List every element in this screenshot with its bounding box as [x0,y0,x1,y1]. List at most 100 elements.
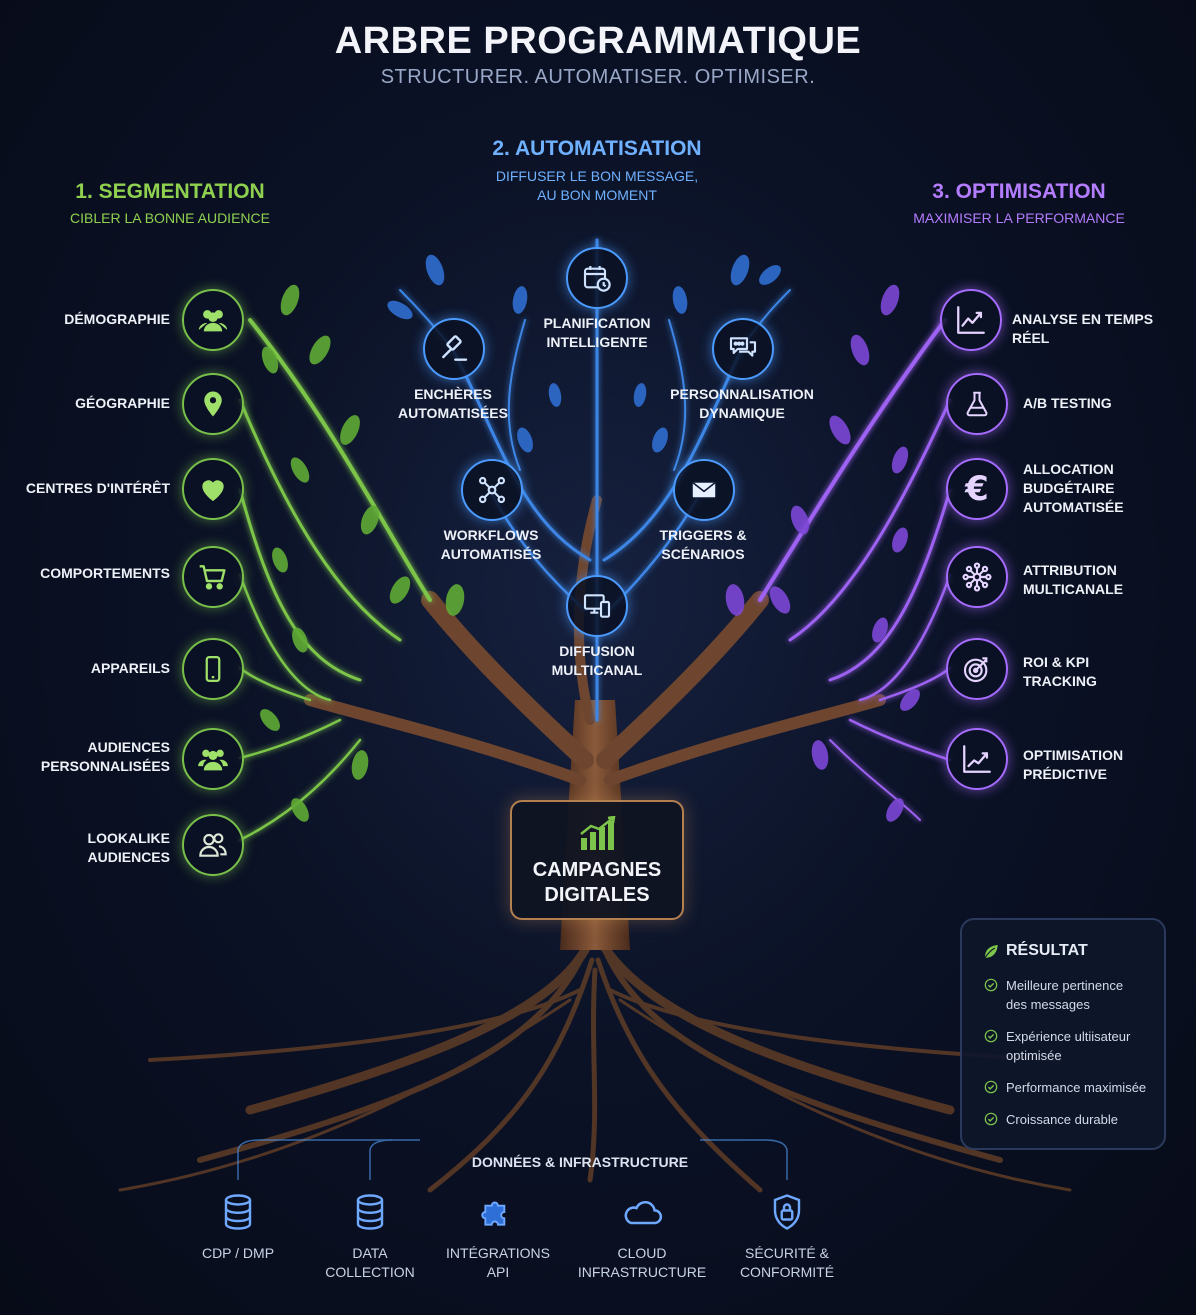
segmentation-item-lookalike: LOOKALIKE AUDIENCES [0,829,170,867]
cloud-icon [620,1190,664,1234]
infra-label-line2: CONFORMITÉ [739,1264,835,1280]
infra-item-securite: SÉCURITÉ & CONFORMITÉ [717,1244,857,1282]
campaign-card: CAMPAGNES DIGITALES [510,800,684,920]
cart-icon [182,546,244,608]
segmentation-label-line2: PERSONNALISÉES [40,758,170,774]
target-icon [946,638,1008,700]
infra-label-line1: CDP / DMP [201,1245,275,1261]
optimisation-item-predictive: OPTIMISATION PRÉDICTIVE [1023,746,1196,784]
segmentation-label-line1: DÉMOGRAPHIE [64,311,170,327]
segmentation-item-audiences-personnalisees: AUDIENCES PERSONNALISÉES [0,738,170,776]
automatisation-label-line1: PERSONNALISATION [670,386,814,402]
section-automatisation-subtitle-line1: DIFFUSER LE BON MESSAGE, [495,168,699,184]
check-circle-icon [984,1112,998,1126]
map-pin-icon [182,373,244,435]
segmentation-item-demographie: DÉMOGRAPHIE [0,310,170,329]
section-optimisation-subtitle: MAXIMISER LA PERFORMANCE [913,210,1125,226]
automatisation-item-encheres: ENCHÈRES AUTOMATISÉES [368,385,538,423]
section-automatisation-title: 2. AUTOMATISATION [492,137,702,160]
automatisation-label-line1: ENCHÈRES [414,386,492,402]
segmentation-label-line1: APPAREILS [90,660,170,676]
optimisation-label-line2: MULTICANALE [1023,581,1124,597]
calendar-clock-icon [566,247,628,309]
optimisation-item-allocation: ALLOCATION BUDGÉTAIRE AUTOMATISÉE [1023,460,1196,517]
section-automatisation-heading: 2. AUTOMATISATION DIFFUSER LE BON MESSAG… [447,137,747,205]
automatisation-item-planification: PLANIFICATION INTELLIGENTE [512,314,682,352]
optimisation-label-line1: ALLOCATION [1023,461,1114,477]
automatisation-label-line1: WORKFLOWS [443,527,539,543]
users-outline-icon [182,814,244,876]
database-icon [216,1190,260,1234]
campaign-label: CAMPAGNES DIGITALES [512,858,682,908]
green-leaves [260,284,465,822]
optimisation-label-line1: ATTRIBUTION [1023,562,1117,578]
segmentation-label-line1: CENTRES D'INTÉRÊT [25,480,170,496]
section-optimisation-title: 3. OPTIMISATION [932,180,1106,203]
purple-leaves [725,284,920,822]
result-item-line1: Croissance durable [1006,1112,1119,1127]
mail-icon [673,459,735,521]
result-title: RÉSULTAT [1006,942,1088,959]
automatisation-label-line2: DYNAMIQUE [699,405,785,421]
segmentation-label-line1: GÉOGRAPHIE [75,395,170,411]
optimisation-item-attribution: ATTRIBUTION MULTICANALE [1023,561,1196,599]
purple-branches [758,318,952,821]
users-icon [182,289,244,351]
infra-label-line2: INFRASTRUCTURE [577,1264,707,1280]
result-item-line2: optimisée [1006,1048,1062,1063]
leaf-icon [982,942,1000,965]
segmentation-label-line2: AUDIENCES [87,849,170,865]
automatisation-item-workflows: WORKFLOWS AUTOMATISÉS [406,526,576,564]
optimisation-label-line3: AUTOMATISÉE [1023,499,1124,515]
hub-icon [946,546,1008,608]
segmentation-item-centres-interet: CENTRES D'INTÉRÊT [0,479,170,498]
segmentation-item-comportements: COMPORTEMENTS [0,564,170,583]
optimisation-item-roi-kpi: ROI & KPI TRACKING [1023,653,1196,691]
chat-icon [712,318,774,380]
infra-label-line1: DATA [352,1245,388,1261]
result-item: Meilleure pertinence des messages [1006,976,1156,1014]
automatisation-label-line2: MULTICANAL [551,662,643,678]
page-title: ARBRE PROGRAMMATIQUE [334,20,862,62]
infrastructure-title: DONNÉES & INFRASTRUCTURE [471,1154,689,1170]
result-item: Expérience ultiisateur optimisée [1006,1027,1156,1065]
infra-item-cloud: CLOUD INFRASTRUCTURE [572,1244,712,1282]
infra-item-cdp-dmp: CDP / DMP [168,1244,308,1263]
optimisation-label-line1: A/B TESTING [1023,395,1112,411]
smartphone-icon [182,638,244,700]
infra-label-line2: API [486,1264,510,1280]
automatisation-item-triggers: TRIGGERS & SCÉNARIOS [618,526,788,564]
automatisation-item-diffusion: DIFFUSION MULTICANAL [512,642,682,680]
infra-item-data-collection: DATA COLLECTION [300,1244,440,1282]
optimisation-label-line1: ROI & KPI [1023,654,1090,670]
optimisation-label-line1: ANALYSE EN TEMPS RÉEL [1012,311,1154,346]
devices-icon [566,575,628,637]
result-item: Croissance durable [1006,1110,1156,1129]
check-circle-icon [984,1080,998,1094]
segmentation-label-line1: COMPORTEMENTS [40,565,170,581]
optimisation-label-line1: OPTIMISATION [1023,747,1124,763]
segmentation-item-appareils: APPAREILS [0,659,170,678]
shield-lock-icon [765,1190,809,1234]
campaign-label-line2: DIGITALES [544,884,650,906]
blue-leaves [387,254,781,453]
automatisation-label-line2: AUTOMATISÉS [440,546,542,562]
page-subtitle: STRUCTURER. AUTOMATISER. OPTIMISER. [380,66,816,88]
puzzle-icon [476,1190,520,1234]
automatisation-label-line2: AUTOMATISÉES [398,405,508,421]
infra-label-line2: COLLECTION [325,1264,415,1280]
section-segmentation-heading: 1. SEGMENTATION CIBLER LA BONNE AUDIENCE [40,180,300,226]
automatisation-label-line1: PLANIFICATION [543,315,651,331]
segmentation-item-geographie: GÉOGRAPHIE [0,394,170,413]
automatisation-item-personnalisation: PERSONNALISATION DYNAMIQUE [657,385,827,423]
campaign-label-line1: CAMPAGNES [532,859,662,881]
gavel-icon [423,318,485,380]
result-item-line1: Performance maximisée [1006,1080,1147,1095]
infra-label-line1: INTÉGRATIONS [446,1245,550,1261]
automatisation-label-line1: TRIGGERS & [659,527,747,543]
euro-icon: € [946,458,1008,520]
bar-chart-icon [577,815,617,857]
result-item: Performance maximisée [1006,1078,1156,1097]
users-icon [182,728,244,790]
